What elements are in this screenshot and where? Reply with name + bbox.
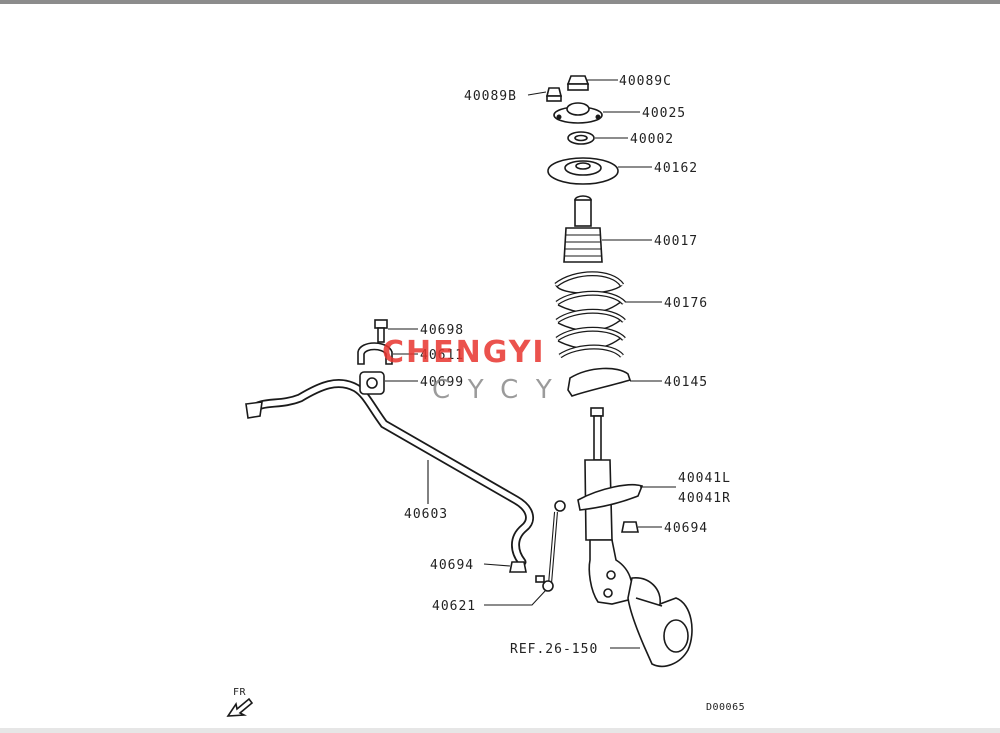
watermark: CHENGYI CYCY bbox=[382, 335, 570, 405]
watermark-sub: CYCY bbox=[432, 375, 570, 405]
callout-40089c: 40089C bbox=[619, 74, 672, 89]
leader-lines bbox=[385, 79, 676, 649]
bolt-40698 bbox=[374, 319, 388, 343]
diagram-code: D00065 bbox=[706, 702, 745, 713]
strut-mount-40025 bbox=[553, 102, 603, 124]
bearing-40002 bbox=[567, 131, 595, 145]
watermark-brand: CHENGYI bbox=[382, 335, 546, 370]
stabilizer-bar-40603 bbox=[245, 379, 535, 567]
callout-40698: 40698 bbox=[420, 323, 464, 338]
nut-40089c bbox=[566, 75, 590, 91]
spring-seat-40162 bbox=[547, 157, 619, 185]
callout-40025: 40025 bbox=[642, 106, 686, 121]
spring-pad-40145 bbox=[567, 367, 632, 397]
callout-40002: 40002 bbox=[630, 132, 674, 147]
orientation-label: FR bbox=[233, 687, 247, 698]
callout-40699: 40699 bbox=[420, 375, 464, 390]
bushing-40699 bbox=[359, 371, 385, 395]
callout-40162: 40162 bbox=[654, 161, 698, 176]
callout-40041r: 40041R bbox=[678, 491, 731, 506]
bump-stop-40017 bbox=[563, 195, 603, 263]
bottom-border bbox=[0, 728, 1000, 733]
nut-40694-left bbox=[509, 561, 527, 573]
forward-arrow-icon bbox=[226, 697, 254, 717]
steering-knuckle bbox=[627, 577, 693, 668]
callout-40176: 40176 bbox=[664, 296, 708, 311]
nut-40694-right bbox=[621, 521, 639, 533]
bracket-40611 bbox=[357, 342, 393, 365]
callout-40694-right: 40694 bbox=[664, 521, 708, 536]
top-border bbox=[0, 0, 1000, 4]
callout-40089b: 40089B bbox=[464, 89, 517, 104]
callout-40621: 40621 bbox=[432, 599, 476, 614]
coil-spring-inner bbox=[555, 272, 625, 358]
callout-40145: 40145 bbox=[664, 375, 708, 390]
stabilizer-link-40621 bbox=[535, 500, 566, 592]
strut-40041 bbox=[577, 407, 644, 605]
callout-40694-left: 40694 bbox=[430, 558, 474, 573]
callout-40611: 40611 bbox=[420, 348, 464, 363]
callout-40041l: 40041L bbox=[678, 471, 731, 486]
callout-40603: 40603 bbox=[404, 507, 448, 522]
callout-ref-26-150: REF.26-150 bbox=[510, 642, 598, 657]
nut-40089b bbox=[545, 87, 563, 102]
callout-40017: 40017 bbox=[654, 234, 698, 249]
